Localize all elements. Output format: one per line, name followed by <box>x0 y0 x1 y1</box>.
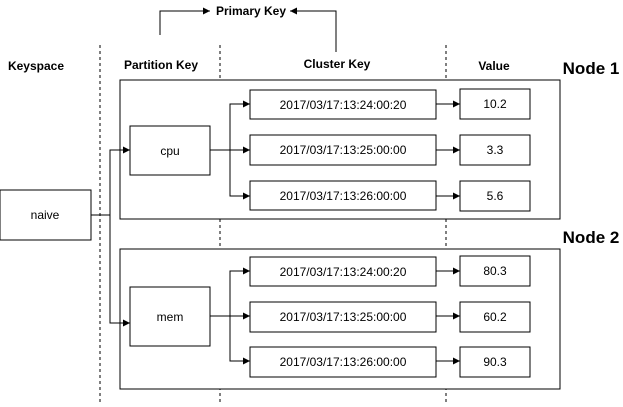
value-box <box>459 88 531 120</box>
partition-box-cpu <box>129 125 211 176</box>
cluster-key-box <box>249 256 437 287</box>
partition-label-cpu: cpu <box>160 144 179 158</box>
value-header: Value <box>478 59 510 73</box>
keyspace-label-naive: naive <box>31 208 60 222</box>
cluster-key-text: 2017/03/17:13:26:00:00 <box>280 189 407 203</box>
cluster-key-text: 2017/03/17:13:26:00:00 <box>280 355 407 369</box>
node-1-group: Node 1 cpu 2017/03/17:13:24:00:20 2017/0… <box>119 59 620 220</box>
cluster-key-text: 2017/03/17:13:24:00:20 <box>280 265 407 279</box>
cluster-key-text: 2017/03/17:13:25:00:00 <box>280 310 407 324</box>
cluster-key-text: 2017/03/17:13:25:00:00 <box>280 143 407 157</box>
value-box <box>459 180 531 212</box>
value-text: 60.2 <box>483 310 507 324</box>
value-box <box>459 301 531 333</box>
node-2-title: Node 2 <box>563 228 620 247</box>
cluster-key-box <box>249 134 437 166</box>
cluster-key-box <box>249 346 437 378</box>
edge-keyspace-to-cpu <box>91 146 130 216</box>
cluster-key-box <box>249 301 437 333</box>
edge-mem-to-row-3 <box>229 316 250 365</box>
partition-key-header: Partition Key <box>124 58 198 72</box>
primary-key-arrow-right <box>290 7 337 52</box>
edge-keyspace-to-mem <box>109 215 130 327</box>
value-box <box>459 346 531 378</box>
value-text: 10.2 <box>483 97 507 111</box>
primary-key-arrow-left <box>159 7 210 35</box>
value-box <box>459 134 531 166</box>
node-2-group: Node 2 mem 2017/03/17:13:24:00:20 2017/0… <box>119 228 620 390</box>
cluster-key-box <box>249 180 437 211</box>
primary-key-label: Primary Key <box>216 4 286 18</box>
partition-box-mem <box>129 286 211 347</box>
cluster-key-text: 2017/03/17:13:24:00:20 <box>280 98 407 112</box>
value-text: 80.3 <box>483 264 507 278</box>
partition-label-mem: mem <box>157 310 184 324</box>
cluster-key-header: Cluster Key <box>304 57 371 71</box>
value-text: 3.3 <box>487 143 504 157</box>
keyspace-header: Keyspace <box>8 59 64 73</box>
value-text: 5.6 <box>487 189 504 203</box>
value-text: 90.3 <box>483 355 507 369</box>
edge-cpu-to-row-3 <box>229 150 250 200</box>
value-box <box>459 255 531 287</box>
node-1-title: Node 1 <box>563 59 620 78</box>
